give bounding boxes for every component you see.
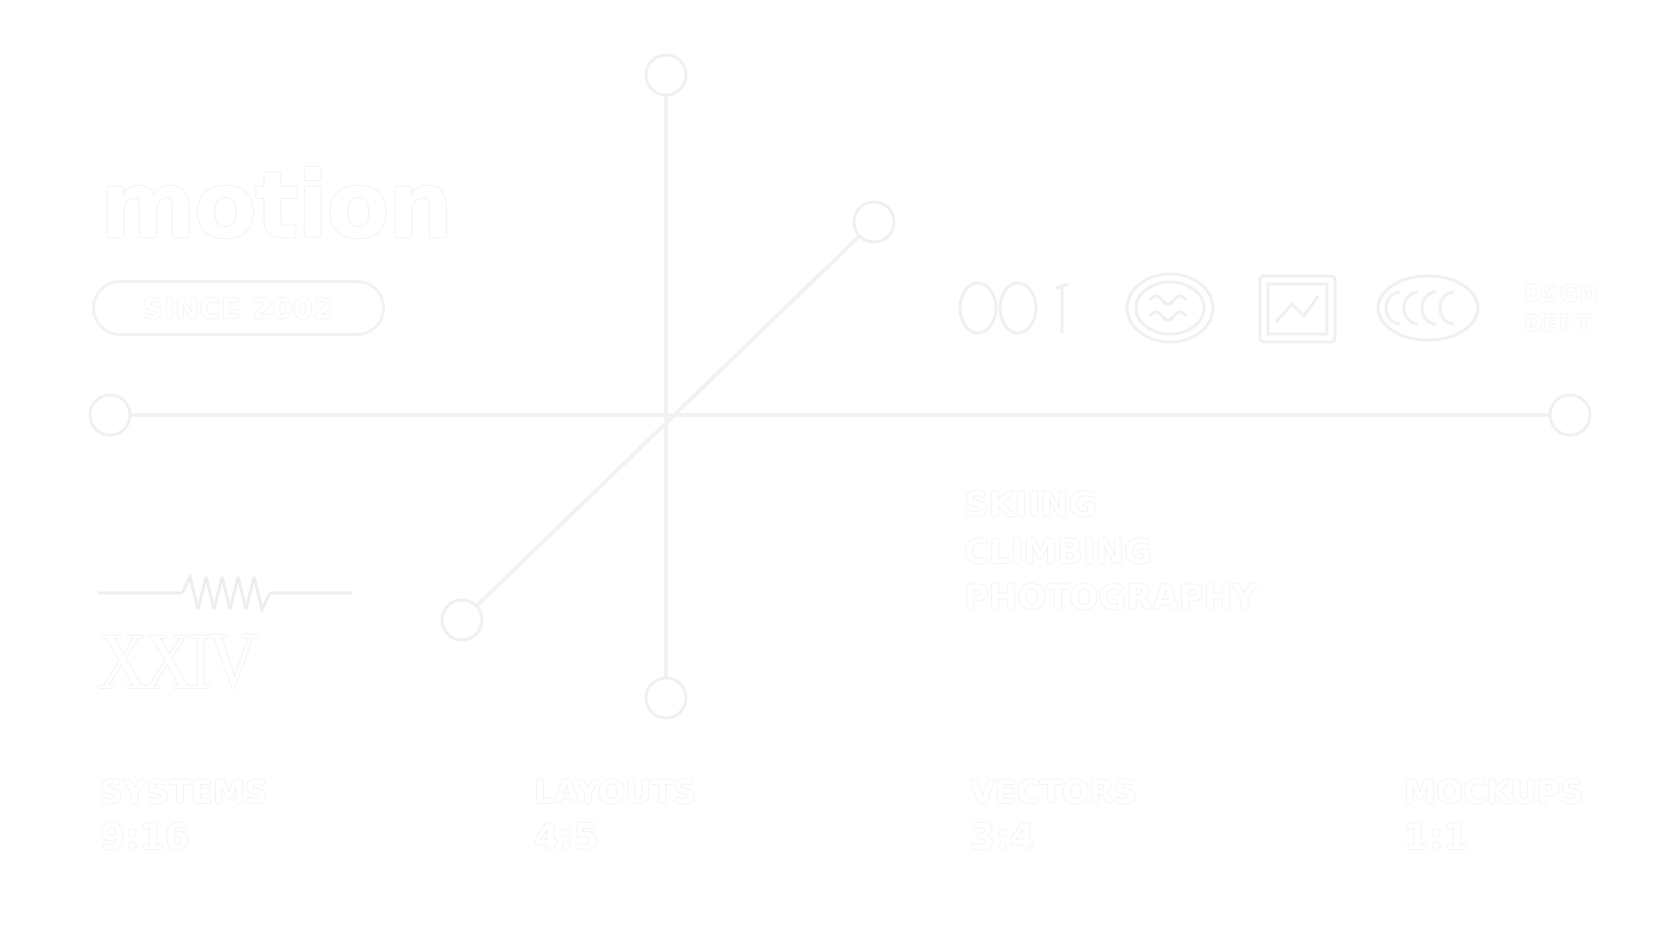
stat-value-mockups: 1:1 [1404, 817, 1469, 858]
zigzag-wave-icon [98, 572, 352, 614]
oval-badge-icon [1376, 274, 1480, 342]
stat-label-systems: SYSTEMS [100, 773, 268, 811]
stat-value-systems: 9:16 [100, 817, 190, 858]
hobby-item: SKIING [964, 485, 1097, 525]
node-diagonal-bottom [440, 598, 484, 642]
stat-label-mockups: MOCKUPS [1404, 773, 1584, 811]
ooi-logo-icon [958, 281, 1069, 335]
stat-value-layouts: 4:5 [534, 817, 599, 858]
since-badge: SINCE 2002 [92, 280, 385, 336]
dept-label-line2: DEPT [1524, 312, 1593, 337]
round-seal-icon [1125, 272, 1215, 344]
node-left [88, 393, 132, 437]
node-bottom [644, 676, 688, 720]
stat-label-vectors: VECTORS [970, 773, 1137, 811]
node-right [1548, 393, 1592, 437]
node-diagonal-top [852, 200, 896, 244]
square-stamp-icon [1258, 274, 1337, 344]
roman-numeral: XXIV [98, 618, 258, 706]
node-top [644, 53, 688, 97]
hobby-item: CLIMBING [964, 532, 1153, 572]
brand-wordmark: motion [100, 152, 453, 259]
axis-diagonal [460, 220, 876, 622]
dept-label-line1: DSGN [1524, 282, 1599, 307]
stat-value-vectors: 3:4 [970, 817, 1035, 858]
since-label: SINCE 2002 [142, 291, 335, 325]
stat-label-layouts: LAYOUTS [534, 773, 697, 811]
hobby-item: PHOTOGRAPHY [964, 578, 1257, 618]
